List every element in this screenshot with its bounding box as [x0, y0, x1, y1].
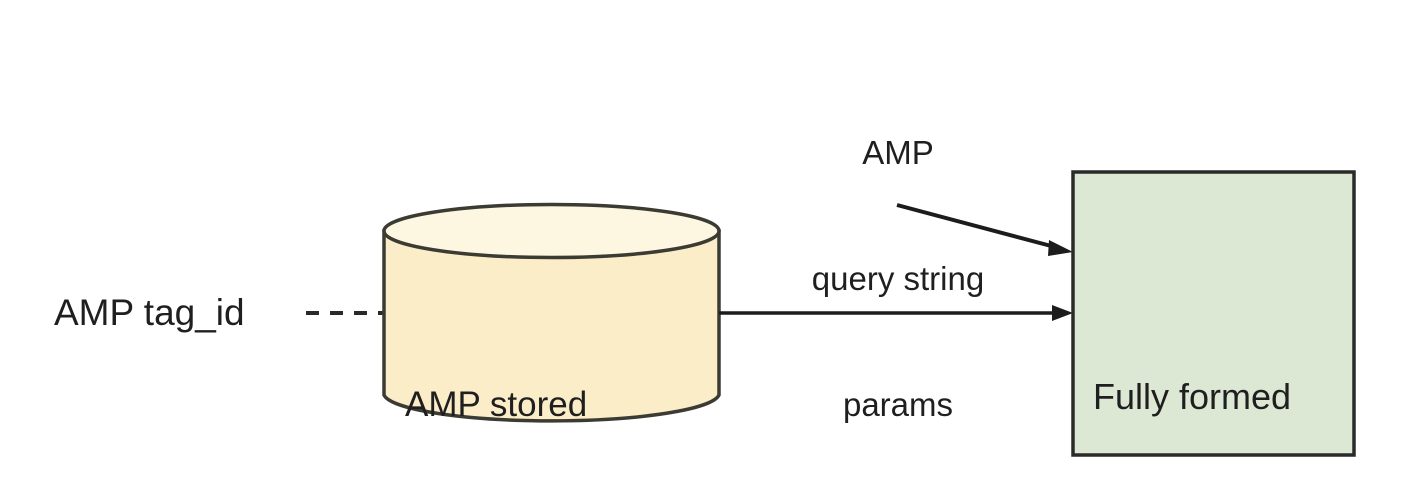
- arrowhead-cylinder-to-ortb: [1052, 305, 1073, 321]
- diagonal-connector-params-to-ortb: [896, 203, 1056, 249]
- cylinder-node-label: AMP stored request template: [405, 280, 666, 498]
- ortb-label-line-1: Fully formed: [1093, 376, 1292, 417]
- amp-query-string-params-label: AMP query string params: [778, 48, 1018, 498]
- ortb-box-label: Fully formed ORTB: [1093, 272, 1291, 498]
- cylinder-body: [382, 229, 721, 423]
- ortb-box-rect: [1071, 170, 1356, 457]
- cylinder-top-ellipse: [382, 202, 721, 260]
- cylinder-label-line-1: AMP stored: [405, 385, 588, 424]
- query-params-line-2: query string: [811, 260, 985, 297]
- query-params-line-3: params: [842, 386, 954, 423]
- query-params-line-1: AMP: [862, 134, 934, 171]
- arrowhead-params-to-ortb: [1048, 240, 1073, 256]
- amp-tag-id-label: AMP tag_id: [54, 292, 245, 333]
